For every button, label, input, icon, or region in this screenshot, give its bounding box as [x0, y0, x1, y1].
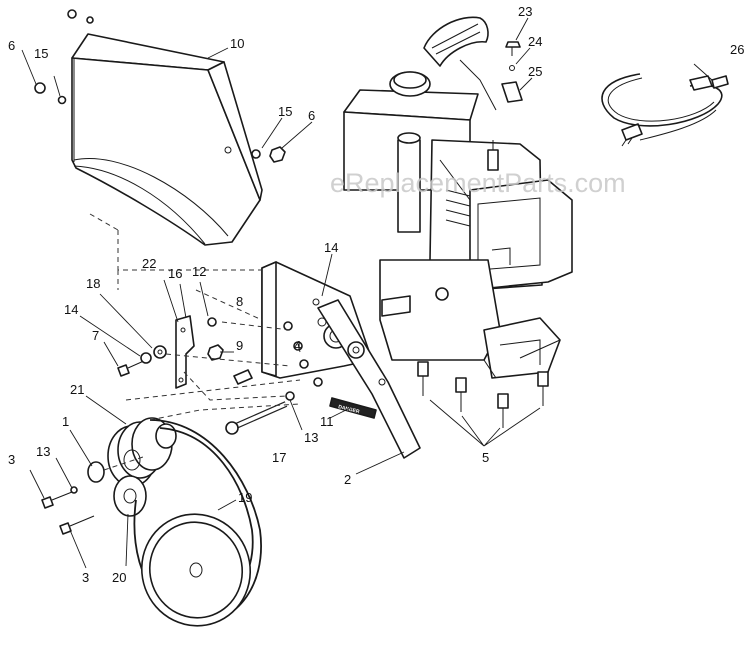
- leader-lines: [21, 17, 713, 569]
- callout-3-bottom: 3: [82, 570, 89, 585]
- callout-26: 26: [730, 42, 744, 57]
- callout-17: 17: [272, 450, 286, 465]
- callout-2: 2: [344, 472, 351, 487]
- callout-12: 12: [192, 264, 206, 279]
- washer-24-part: [509, 65, 515, 71]
- callout-9: 9: [236, 338, 243, 353]
- callout-19: 19: [238, 490, 252, 505]
- belt-cover-part: [71, 33, 263, 246]
- ignition-component: [487, 140, 499, 171]
- auger-pulley-part: [140, 513, 252, 627]
- bolt-23-part: [505, 41, 521, 56]
- callout-15-side: 15: [278, 104, 292, 119]
- callout-5: 5: [482, 450, 489, 465]
- callout-23: 23: [518, 4, 532, 19]
- bracket-part: [175, 315, 195, 389]
- callout-11: 11: [320, 414, 334, 429]
- callout-15-top: 15: [34, 46, 48, 61]
- watermark-text: eReplacementParts.com: [330, 168, 626, 198]
- callout-6-top: 6: [8, 38, 15, 53]
- idler-arm-part: [317, 299, 421, 459]
- callout-8: 8: [236, 294, 243, 309]
- callout-1: 1: [62, 414, 69, 429]
- callout-labels: 6 15 10 15 6 23 24 25 26 14 22 16 12 18 …: [8, 4, 744, 585]
- callout-3-top: 3: [8, 452, 15, 467]
- callout-6-side: 6: [308, 108, 315, 123]
- callout-7: 7: [92, 328, 99, 343]
- callout-10: 10: [230, 36, 244, 51]
- callout-25: 25: [528, 64, 542, 79]
- callout-18: 18: [86, 276, 100, 291]
- engine-part: [343, 71, 573, 379]
- pulley-bolts: [41, 486, 95, 535]
- callout-20: 20: [112, 570, 126, 585]
- callout-13-right: 13: [304, 430, 318, 445]
- idler-pulley-part: [113, 475, 147, 517]
- callout-13-left: 13: [36, 444, 50, 459]
- extension-cord-part: [601, 73, 729, 147]
- cover-bolt-side: [224, 146, 286, 163]
- plate-fasteners: [207, 317, 323, 387]
- callout-16: 16: [168, 266, 182, 281]
- bracket-25-part: [501, 81, 523, 103]
- spacer-part: [87, 461, 105, 483]
- callout-21: 21: [70, 382, 84, 397]
- callout-22: 22: [142, 256, 156, 271]
- engine-mount-bolts: [417, 361, 549, 428]
- callout-14-plate: 14: [324, 240, 338, 255]
- idler-spring-part: DANGER: [329, 397, 377, 419]
- alignment-lines: [89, 213, 301, 471]
- callout-24: 24: [528, 34, 542, 49]
- cover-bolt-top: [34, 9, 94, 105]
- pin-part: [233, 369, 253, 385]
- callout-14-washer: 14: [64, 302, 78, 317]
- bolt-7-part: [117, 345, 167, 377]
- shoulder-bolt-part: [225, 391, 295, 435]
- recoil-handle-part: [423, 16, 497, 111]
- spring-decal-label: DANGER: [338, 404, 361, 415]
- callout-4: 4: [294, 338, 301, 353]
